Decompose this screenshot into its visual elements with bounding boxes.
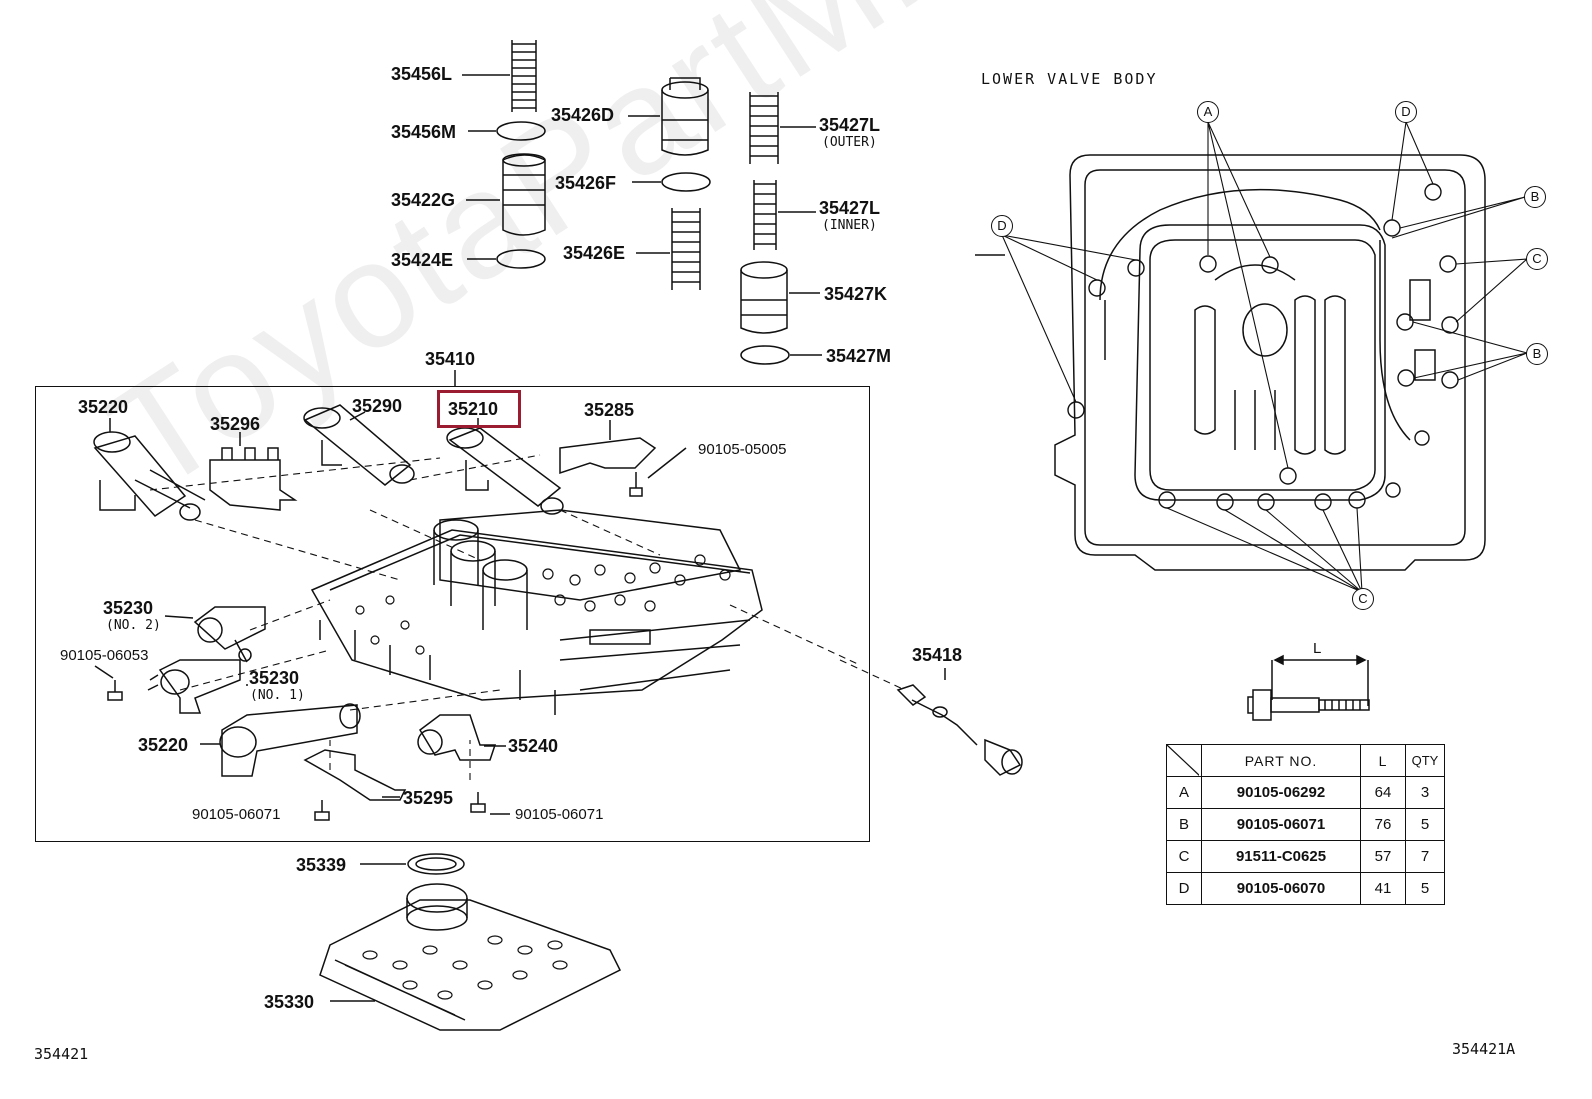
table-cell-key: C [1166, 840, 1202, 873]
table-cell-qty: 3 [1405, 776, 1445, 809]
highlight-box-35210 [437, 390, 521, 428]
table-cell-length: 76 [1360, 808, 1406, 841]
part-label-90105-05005[interactable]: 90105-05005 [698, 441, 787, 458]
part-label-35230-no1[interactable]: 35230 [249, 668, 300, 688]
valve-body-35410 [310, 509, 763, 715]
table-cell-length: 57 [1360, 840, 1406, 873]
part-note-no1: (NO. 1) [250, 688, 305, 703]
strainer-35330 [319, 883, 622, 1031]
part-label-35230-no2[interactable]: 35230 [103, 598, 154, 618]
table-row: B 90105-06071 76 5 [1166, 808, 1445, 841]
table-header-qty: QTY [1405, 744, 1445, 777]
table-row: C 91511-C0625 57 7 [1166, 840, 1445, 873]
part-label-35422g[interactable]: 35422G [391, 190, 456, 210]
bubble-a: A [1197, 101, 1219, 123]
part-label-35290[interactable]: 35290 [352, 396, 403, 416]
bubble-c-right: C [1526, 248, 1548, 270]
table-cell-part-no[interactable]: 91511-C0625 [1201, 840, 1361, 873]
assembly-label-35410[interactable]: 35410 [425, 349, 476, 369]
table-header-l: L [1360, 744, 1406, 777]
part-label-35426f[interactable]: 35426F [555, 173, 617, 193]
bubble-b-top: B [1524, 186, 1546, 208]
bolt-spec-table: PART NO. L QTY A 90105-06292 64 3 B 9010… [1166, 744, 1445, 905]
figure-id-left: 354421 [34, 1045, 89, 1063]
table-header-row: PART NO. L QTY [1166, 744, 1445, 777]
bubble-b-right: B [1526, 343, 1548, 365]
table-row: A 90105-06292 64 3 [1166, 776, 1445, 809]
part-label-35427m[interactable]: 35427M [826, 346, 892, 366]
bubble-c-bottom: C [1352, 588, 1374, 610]
table-cell-part-no[interactable]: 90105-06292 [1201, 776, 1361, 809]
table-cell-length: 64 [1360, 776, 1406, 809]
part-label-90105-06071-left[interactable]: 90105-06071 [192, 806, 281, 823]
part-label-35427k[interactable]: 35427K [824, 284, 888, 304]
part-label-35456m[interactable]: 35456M [391, 122, 457, 142]
part-note-outer: (OUTER) [822, 135, 877, 150]
table-cell-part-no[interactable]: 90105-06071 [1201, 808, 1361, 841]
table-cell-length: 41 [1360, 872, 1406, 905]
table-cell-qty: 5 [1405, 872, 1445, 905]
table-cell-part-no[interactable]: 90105-06070 [1201, 872, 1361, 905]
table-cell-key: D [1166, 872, 1202, 905]
bubble-d-top: D [1395, 101, 1417, 123]
section-title: LOWER VALVE BODY [981, 70, 1158, 88]
part-label-35424e[interactable]: 35424E [391, 250, 454, 270]
figure-id-right: 354421A [1452, 1040, 1516, 1058]
part-label-35220-bottom[interactable]: 35220 [138, 735, 189, 755]
bolt-dimension-figure [1247, 654, 1370, 721]
part-label-35285[interactable]: 35285 [584, 400, 635, 420]
part-label-35426e[interactable]: 35426E [563, 243, 626, 263]
part-label-35220-top[interactable]: 35220 [78, 397, 129, 417]
diagonal-line-icon [1167, 745, 1199, 776]
table-cell-key: B [1166, 808, 1202, 841]
spring-35456l [511, 40, 537, 112]
part-label-35426d[interactable]: 35426D [551, 105, 615, 125]
table-row: D 90105-06070 41 5 [1166, 872, 1445, 905]
part-label-35330[interactable]: 35330 [264, 992, 315, 1012]
valve-body-assembly-frame [35, 386, 870, 842]
part-label-35296[interactable]: 35296 [210, 414, 261, 434]
table-corner-cell [1166, 744, 1202, 777]
part-label-35418[interactable]: 35418 [912, 645, 963, 665]
table-cell-key: A [1166, 776, 1202, 809]
table-header-part-no: PART NO. [1201, 744, 1361, 777]
bubble-d-left: D [991, 215, 1013, 237]
part-label-90105-06053[interactable]: 90105-06053 [60, 647, 149, 664]
part-label-35295[interactable]: 35295 [403, 788, 454, 808]
part-label-35427l-inner[interactable]: 35427L [819, 198, 881, 218]
part-label-35240[interactable]: 35240 [508, 736, 559, 756]
part-label-35210[interactable]: 35210 [448, 399, 499, 419]
bolt-length-label: L [1313, 640, 1322, 657]
table-cell-qty: 5 [1405, 808, 1445, 841]
table-cell-qty: 7 [1405, 840, 1445, 873]
part-note-no2: (NO. 2) [106, 618, 161, 633]
part-label-35427l-outer[interactable]: 35427L [819, 115, 881, 135]
part-label-35456l[interactable]: 35456L [391, 64, 453, 84]
part-label-35339[interactable]: 35339 [296, 855, 347, 875]
part-note-inner: (INNER) [822, 218, 877, 233]
part-label-90105-06071-right[interactable]: 90105-06071 [515, 806, 604, 823]
